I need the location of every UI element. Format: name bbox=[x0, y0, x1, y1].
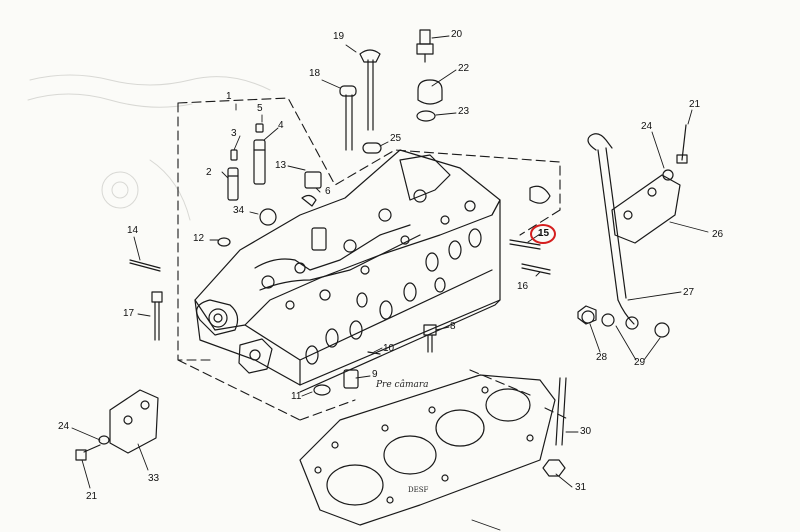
plug-and-cup bbox=[217, 171, 551, 247]
callout-29: 29 bbox=[634, 357, 646, 368]
callout-3: 3 bbox=[231, 128, 237, 139]
callout-8: 8 bbox=[450, 321, 456, 332]
background-ghost-print bbox=[27, 74, 271, 221]
long-bolts bbox=[129, 259, 437, 396]
leader-lines bbox=[71, 35, 709, 531]
callout-14: 14 bbox=[127, 225, 139, 236]
callout-24-bottom: 24 bbox=[58, 421, 70, 432]
callout-31: 31 bbox=[575, 482, 587, 493]
callout-20: 20 bbox=[451, 29, 463, 40]
callout-11: 11 bbox=[291, 391, 302, 402]
callout-26: 26 bbox=[712, 229, 724, 240]
callout-30: 30 bbox=[580, 426, 592, 437]
callout-21-top: 21 bbox=[689, 99, 701, 110]
callout-2: 2 bbox=[206, 167, 212, 178]
gasket-stamp: DESF bbox=[408, 486, 429, 494]
callout-16: 16 bbox=[517, 281, 529, 292]
callout-12: 12 bbox=[193, 233, 205, 244]
callout-13: 13 bbox=[275, 160, 287, 171]
handwritten-annotation: Pre câmara bbox=[376, 380, 429, 390]
callout-23: 23 bbox=[458, 106, 470, 117]
callout-17: 17 bbox=[123, 308, 135, 319]
callout-9: 9 bbox=[372, 369, 378, 380]
callout-34: 34 bbox=[233, 205, 245, 216]
callout-4: 4 bbox=[278, 120, 284, 131]
valve-guides bbox=[227, 123, 266, 201]
callout-24-top: 24 bbox=[641, 121, 653, 132]
callout-5: 5 bbox=[257, 103, 263, 114]
cylinder-head-block bbox=[194, 149, 501, 393]
heater-plug-and-seal bbox=[416, 29, 443, 122]
callout-28: 28 bbox=[596, 352, 608, 363]
bracket-33 bbox=[75, 389, 159, 461]
stud-30-and-nut-31 bbox=[542, 377, 567, 477]
callout-27: 27 bbox=[683, 287, 695, 298]
callout-6: 6 bbox=[325, 186, 331, 197]
studs-15-16 bbox=[509, 239, 551, 275]
callout-19: 19 bbox=[333, 31, 345, 42]
callout-21-bottom: 21 bbox=[86, 491, 98, 502]
assembly-boundary-dashed bbox=[177, 97, 571, 421]
pushrods-and-rocker bbox=[339, 49, 382, 154]
highlight-ring-callout-15 bbox=[530, 224, 556, 244]
callout-10: 10 bbox=[383, 343, 395, 354]
injector-bracket-assembly bbox=[577, 124, 688, 338]
callout-1: 1 bbox=[226, 91, 232, 102]
callout-33: 33 bbox=[148, 473, 160, 484]
callout-25: 25 bbox=[390, 133, 402, 144]
head-gasket bbox=[299, 374, 556, 526]
callout-22: 22 bbox=[458, 63, 470, 74]
callout-18: 18 bbox=[309, 68, 321, 79]
